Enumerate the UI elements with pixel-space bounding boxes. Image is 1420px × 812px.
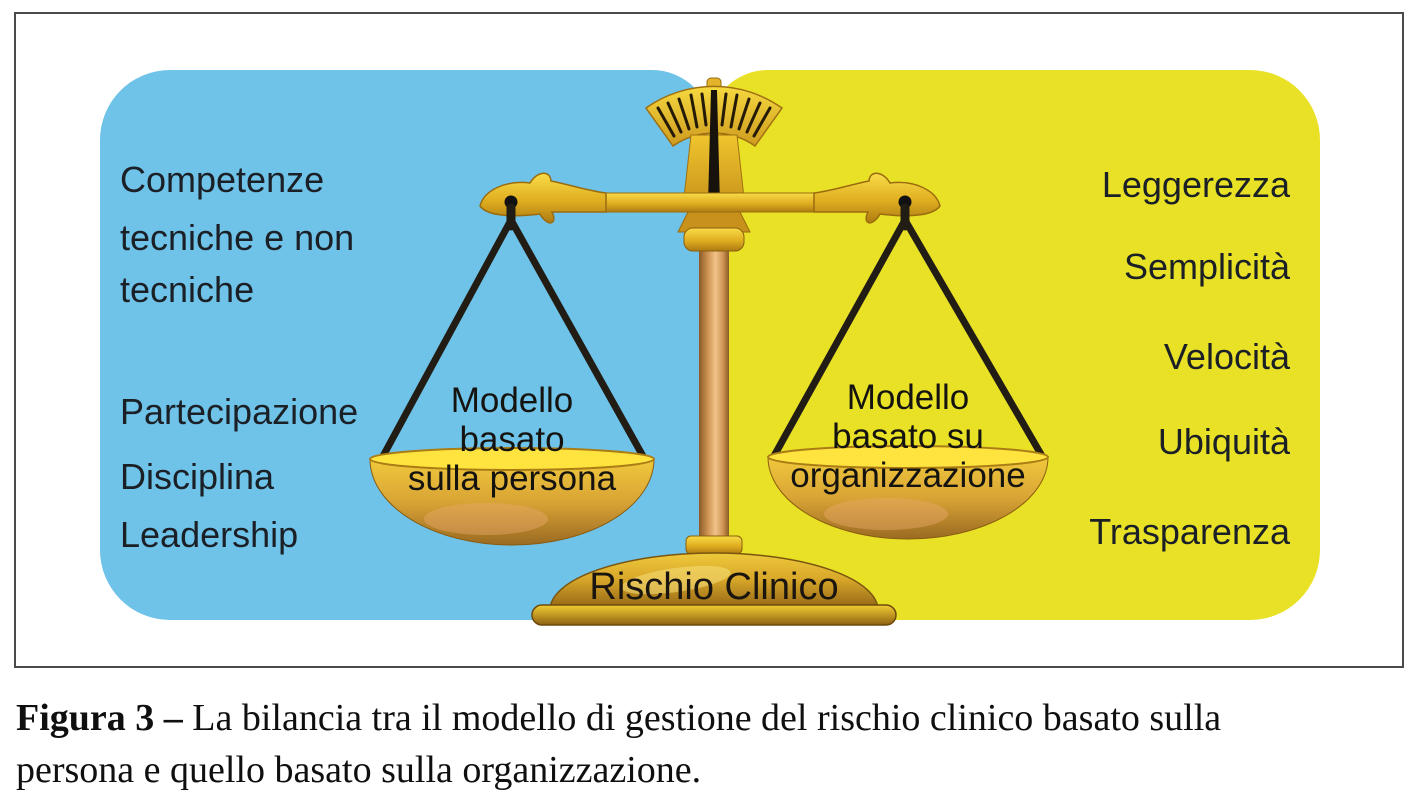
right-panel-item-semplicita: Semplicità	[1123, 246, 1290, 287]
caption-line-1: Figura 3 – La bilancia tra il modello di…	[16, 692, 1408, 744]
pedestal-base	[531, 535, 897, 626]
pan-strings	[378, 203, 1046, 462]
right-pan-label-line-3: organizzazione	[790, 456, 1026, 495]
base-label: Rischio Clinico	[589, 566, 839, 608]
left-panel-line-1: Competenze	[120, 159, 325, 200]
pole-collar	[683, 227, 745, 252]
balance-scale-illustration	[369, 77, 1049, 626]
right-panel-item-ubiquita: Ubiquità	[1157, 421, 1290, 462]
left-pan-label-line-3: sulla persona	[407, 459, 617, 498]
beam-left-ornament	[479, 172, 607, 224]
left-panel-item-leadership: Leadership	[120, 514, 299, 555]
left-pan-label: Modello basato sulla persona	[342, 381, 682, 498]
right-pan-label-line-2: basato su	[832, 417, 984, 456]
center-pole	[699, 214, 729, 556]
figure-frame: Competenze tecniche e non tecniche Parte…	[14, 12, 1404, 668]
left-panel-line-2: tecniche e non	[120, 217, 355, 258]
right-pan-bowl	[767, 445, 1049, 540]
beam-right-ornament	[813, 172, 941, 224]
right-panel-item-trasparenza: Trasparenza	[1089, 511, 1290, 552]
person-model-panel	[100, 70, 712, 620]
caption-label: Figura 3 –	[16, 697, 183, 739]
left-panel-line-3: tecniche	[120, 269, 255, 310]
left-pan-label-line-2: basato	[459, 420, 565, 459]
figure-caption: Figura 3 – La bilancia tra il modello di…	[16, 692, 1408, 796]
left-panel-item-partecipazione: Partecipazione	[120, 391, 359, 432]
right-panel-item-velocita: Velocità	[1163, 336, 1290, 377]
left-pan-bowl	[369, 447, 655, 546]
right-pan-label: Modello basato su organizzazione	[738, 378, 1078, 495]
left-panel-item-disciplina: Disciplina	[120, 456, 275, 497]
gauge-needle	[708, 90, 720, 205]
left-pan-label-line-1: Modello	[450, 381, 574, 420]
right-pan-label-line-1: Modello	[846, 378, 970, 417]
caption-text-1: La bilancia tra il modello di gestione d…	[192, 697, 1222, 739]
right-panel-item-leggerezza: Leggerezza	[1101, 164, 1290, 205]
organization-model-panel	[708, 70, 1320, 620]
caption-line-2: persona e quello basato sulla organizzaz…	[16, 749, 702, 791]
